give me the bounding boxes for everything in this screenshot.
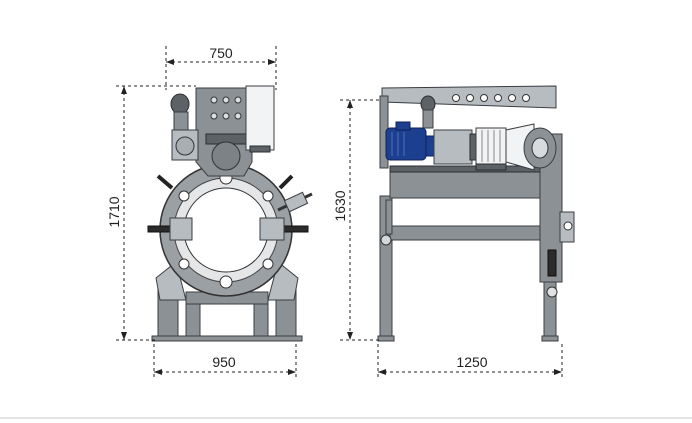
front-ring-left-upper-bolt — [178, 190, 190, 202]
front-base-plate — [151, 335, 303, 342]
side-gearbox-base — [475, 163, 507, 171]
front-handle-grip — [283, 191, 309, 213]
dim-side-height: 1630 — [332, 99, 382, 341]
front-gearbox-bolt-5 — [222, 112, 230, 120]
front-gearbox-bolt-2 — [222, 96, 230, 104]
side-clamp-bolt — [563, 221, 573, 231]
front-ring-left-lower-bolt — [178, 258, 190, 270]
side-boom-hole-6 — [522, 94, 530, 102]
side-ring-slot — [547, 249, 557, 277]
front-pump-motor-cap — [175, 136, 195, 156]
front-right-lift-lug — [278, 174, 294, 190]
dim-front-base-arrow-left — [154, 369, 162, 375]
side-reducer-flange — [469, 133, 477, 161]
side-boom-hole-5 — [508, 94, 516, 102]
dim-front-base-arrow-right — [288, 369, 296, 375]
front-right-clamp-block — [259, 217, 285, 241]
dim-front-base-width: 950 — [153, 344, 297, 378]
front-pipe-bore — [183, 187, 269, 273]
dim-front-height: 1710 — [106, 85, 196, 341]
front-cabinet-foot — [249, 145, 271, 153]
dim-side-base-arrow-left — [378, 369, 386, 375]
dim-side-base-arrow-right — [554, 369, 562, 375]
front-drive-hub — [211, 141, 241, 171]
side-drive-flange-hub — [531, 137, 549, 159]
dim-front-top-width: 750 — [165, 45, 277, 90]
side-boom-hole-1 — [452, 94, 460, 102]
front-gearbox-bolt-4 — [210, 112, 218, 120]
front-ring-bottom-bolt — [219, 275, 233, 289]
side-reservoir-neck — [422, 109, 434, 129]
dim-front-top-arrow-right — [268, 59, 276, 65]
side-white-gearbox — [475, 127, 507, 165]
side-motor-terminal-box — [395, 121, 411, 131]
dim-side-height-label: 1630 — [332, 190, 348, 221]
side-rear-foot — [377, 335, 395, 342]
dim-front-height-label: 1710 — [106, 196, 122, 227]
front-inner-right-leg — [253, 299, 269, 341]
side-gear-reducer — [433, 129, 473, 165]
dim-side-height-arrow-bottom — [347, 332, 353, 340]
side-boom-hole-3 — [480, 94, 488, 102]
front-oil-reservoir — [170, 93, 190, 115]
side-front-foot — [541, 335, 559, 342]
front-control-cabinet — [245, 85, 275, 151]
dim-side-height-arrow-top — [347, 100, 353, 108]
front-ring-right-lower-bolt — [262, 258, 274, 270]
side-ring-bolt — [546, 286, 558, 298]
side-rear-pivot — [380, 234, 392, 246]
dim-front-top-width-label: 750 — [209, 45, 233, 61]
front-left-clamp-block — [169, 217, 193, 241]
dim-side-base-width-label: 1250 — [456, 354, 487, 370]
front-gearbox-bolt-3 — [234, 96, 242, 104]
front-view-machine — [147, 85, 313, 342]
side-boom-hole-2 — [466, 94, 474, 102]
front-gearbox-bolt-1 — [210, 96, 218, 104]
front-gearbox-bolt-6 — [234, 112, 242, 120]
dim-side-base-width: 1250 — [377, 344, 563, 378]
side-lower-beam — [389, 225, 551, 241]
side-boom-hole-4 — [494, 94, 502, 102]
dim-front-height-arrow-bottom — [121, 332, 127, 340]
front-left-lift-lug — [156, 174, 174, 190]
side-view-machine — [377, 85, 575, 342]
dim-front-height-arrow-top — [121, 86, 127, 94]
side-main-beam — [389, 169, 551, 199]
side-rear-brace — [385, 199, 393, 235]
dim-front-base-width-label: 950 — [212, 354, 236, 370]
front-inner-left-leg — [185, 299, 201, 341]
front-ring-right-upper-bolt — [262, 190, 274, 202]
dim-front-top-arrow-left — [166, 59, 174, 65]
